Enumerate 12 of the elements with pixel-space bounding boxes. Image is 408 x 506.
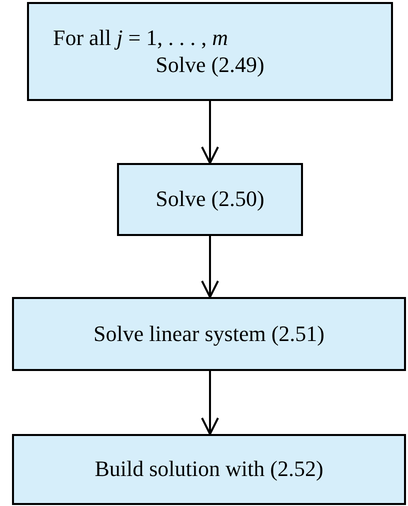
box-text: Solve linear system (2.51) [94, 320, 324, 348]
arrow [201, 371, 219, 435]
process-box [27, 2, 393, 101]
box-text: Build solution with (2.52) [94, 456, 324, 483]
process-box [12, 297, 406, 371]
process-box [117, 163, 303, 236]
box-text: For all j = 1, . . . , m [53, 25, 228, 52]
box-text: Solve (2.49) [156, 52, 264, 78]
process-box [12, 434, 406, 505]
box-text: Solve (2.50) [156, 186, 264, 213]
arrow [201, 236, 219, 298]
arrow [201, 101, 219, 164]
